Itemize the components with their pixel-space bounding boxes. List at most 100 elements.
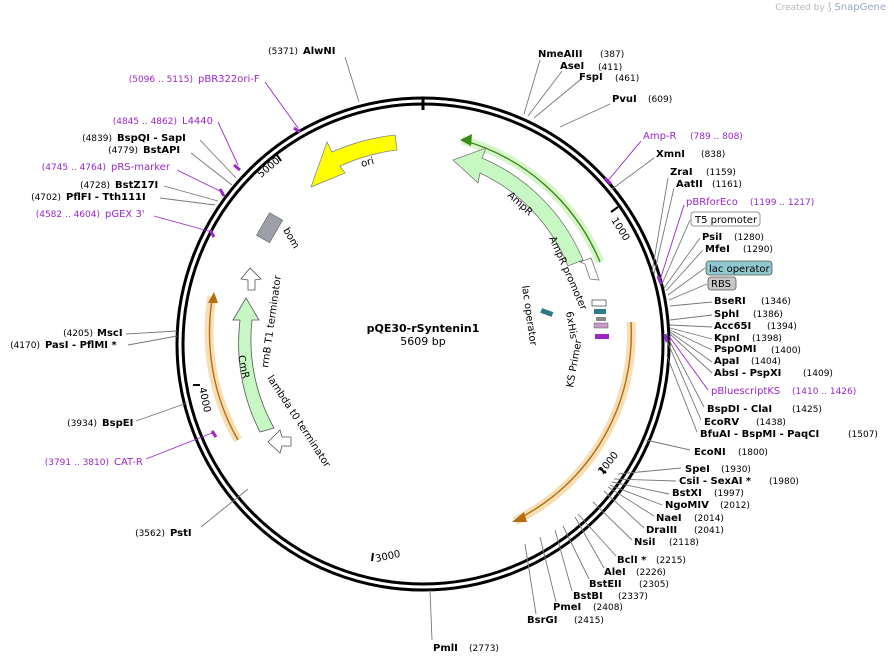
rrnb-terminator-feature (240, 267, 262, 291)
enzyme-name: BseRI (714, 296, 746, 307)
primer-amp-r[interactable]: Amp-R (789 .. 808) (603, 131, 743, 186)
enzyme-name: AbsI - PspXI (714, 368, 781, 379)
enzyme-pasi-pflmi[interactable]: (4170) PasI - PflMI * (10, 335, 178, 351)
primer-pos: (789 .. 808) (690, 132, 743, 142)
primer-cat-r[interactable]: (3791 .. 3810) CAT-R (45, 430, 218, 468)
feature-t5-promoter-box[interactable]: T5 promoter (661, 211, 761, 285)
enzyme-pvui[interactable]: PvuI (609) (559, 94, 672, 128)
enzyme-zrai[interactable]: ZraI (1159) (651, 167, 736, 273)
enzyme-pos: (609) (648, 95, 672, 105)
primer-name: pBR322ori-F (198, 74, 260, 85)
enzyme-name: NsiI (634, 537, 655, 548)
enzyme-bspei[interactable]: (3934) BspEI (67, 402, 188, 429)
enzyme-naei[interactable]: NaeI (2014) (607, 486, 724, 524)
rbs-box-label: RBS (711, 279, 731, 290)
enzyme-fspi[interactable]: FspI (461) (533, 72, 639, 119)
enzyme-name: BstAPI (143, 145, 180, 156)
enzyme-pmli[interactable]: PmlI (2773) (429, 589, 499, 654)
tick-1000: 1000 (608, 206, 631, 243)
enzyme-nsii[interactable]: NsiI (2118) (592, 501, 699, 548)
enzyme-name: BspEI (102, 418, 133, 429)
cat-orf-arrow (208, 292, 218, 303)
primer-pos: (1199 .. 1217) (750, 198, 814, 208)
primer-pbr322ori-f[interactable]: (5096 .. 5115) pBR322ori-F (129, 74, 301, 134)
enzyme-name: KpnI (714, 333, 740, 344)
enzyme-xmni[interactable]: XmnI (838) (611, 149, 725, 190)
snapgene-logo: ⟆ (827, 2, 832, 13)
enzyme-bstz17i[interactable]: (4728) BstZ17I (80, 180, 219, 202)
enzyme-mfei[interactable]: MfeI (1290) (665, 244, 773, 292)
primer-prs-marker[interactable]: (4745 .. 4764) pRS-marker (42, 162, 226, 197)
enzyme-msci[interactable]: (4205) MscI (63, 328, 178, 339)
enzyme-bspqi-sapi[interactable]: (4839) BspQI - SapI (82, 133, 237, 179)
enzyme-alwni[interactable]: (5371) AlwNI (268, 46, 360, 103)
enzyme-pos: (1997) (714, 489, 744, 499)
ks-primer-feature (595, 334, 609, 339)
enzyme-pos: (1507) (848, 430, 878, 440)
enzyme-name: DraIII (646, 525, 677, 536)
enzyme-ngomiv[interactable]: NgoMIV (2012) (609, 484, 750, 511)
enzyme-csii-sexai[interactable]: CsiI - SexAI * (1980) (613, 476, 799, 487)
enzyme-ecorv[interactable]: EcoRV (1438) (667, 342, 786, 428)
enzyme-bcli[interactable]: BclI * (2215) (577, 513, 686, 566)
enzyme-name: PstI (170, 528, 192, 539)
enzyme-bstapi[interactable]: (4779) BstAPI (108, 145, 233, 186)
feature-lac-operator-box[interactable]: lac operator (667, 260, 773, 296)
enzyme-bsteii[interactable]: BstEII (2305) (562, 525, 669, 590)
enzyme-bfuai-bspmi-paqci[interactable]: BfuAI - BspMI - PaqCI (1507) (666, 355, 878, 440)
enzyme-pmei[interactable]: PmeI (2408) (539, 536, 623, 613)
enzyme-sphi[interactable]: SphI (1386) (669, 309, 783, 321)
enzyme-asei[interactable]: AseI (411) (527, 61, 622, 117)
enzyme-kpni[interactable]: KpnI (1398) (669, 327, 782, 344)
enzyme-pos: (1980) (769, 477, 799, 487)
enzyme-pspomi[interactable]: PspOMI (1400) (669, 329, 801, 356)
primer-name: pBRforEco (686, 197, 738, 208)
enzyme-name: AleI (604, 567, 626, 578)
feature-rbs-box[interactable]: RBS (668, 276, 737, 301)
primer-pos: (4845 .. 4862) (113, 117, 177, 127)
enzyme-pos: (3934) (67, 419, 97, 429)
enzyme-pos: (1290) (743, 245, 773, 255)
enzyme-name: EcoNI (694, 447, 726, 458)
enzyme-pos: (1161) (712, 180, 742, 190)
enzyme-bstxi[interactable]: BstXI (1997) (611, 481, 744, 499)
primer-l4440[interactable]: (4845 .. 4862) L4440 (113, 116, 241, 172)
rrnb-label: rrnB T1 terminator (260, 274, 284, 369)
primer-pos: (3791 .. 3810) (45, 458, 109, 468)
primer-pgex-3[interactable]: (4582 .. 4604) pGEX 3' (36, 209, 216, 238)
enzyme-bseri[interactable]: BseRI (1346) (669, 296, 791, 307)
ampr-feature (452, 147, 584, 267)
enzyme-name: AatII (676, 179, 703, 190)
enzyme-name: PvuI (612, 94, 637, 105)
credit-prefix: Created by (775, 3, 825, 13)
enzyme-psti[interactable]: (3562) PstI (135, 488, 249, 539)
enzyme-acc65i[interactable]: Acc65I (1394) (669, 321, 797, 332)
enzyme-econi[interactable]: EcoNI (1800) (645, 439, 768, 458)
credit: Created by ⟆ SnapGene (775, 2, 886, 13)
enzyme-bstbi[interactable]: BstBI (2337) (554, 529, 648, 602)
enzyme-nmeaiii[interactable]: NmeAIII (387) (523, 49, 624, 115)
enzyme-pos: (2305) (639, 580, 669, 590)
enzyme-absi-pspxi[interactable]: AbsI - PspXI (1409) (669, 333, 833, 379)
enzyme-draiii[interactable]: DraIII (2041) (603, 490, 724, 536)
cat-orf-highlight (204, 295, 242, 443)
enzyme-pflfi-tth111i[interactable]: (4702) PflFI - Tth111I (31, 192, 216, 206)
ampr-direction-arrow (460, 134, 472, 146)
cmr-feature (232, 297, 275, 433)
enzyme-pos: (2773) (469, 644, 499, 654)
enzyme-bsrgi[interactable]: BsrGI (2415) (524, 543, 604, 626)
primer-pbrforeco[interactable]: pBRforEco (1199 .. 1217) (656, 197, 814, 285)
primer-name: CAT-R (114, 457, 143, 468)
enzyme-alei[interactable]: AleI (2226) (574, 516, 666, 578)
insert-orf-line (517, 321, 633, 520)
t5-promoter-label: T5 promoter (694, 215, 758, 226)
enzyme-apai[interactable]: ApaI (1404) (669, 331, 781, 367)
enzyme-bspdi-clai[interactable]: BspDI - ClaI (1425) (668, 339, 822, 415)
ori-feature (310, 134, 398, 188)
enzyme-spei[interactable]: SpeI (1930) (617, 464, 751, 475)
primer-pbluescriptks[interactable]: pBluescriptKS (1410 .. 1426) (663, 333, 856, 397)
lac-operator-box-label: lac operator (709, 264, 770, 275)
enzyme-aatii[interactable]: AatII (1161) (653, 179, 742, 275)
enzyme-psii[interactable]: PsiI (1280) (663, 232, 764, 289)
